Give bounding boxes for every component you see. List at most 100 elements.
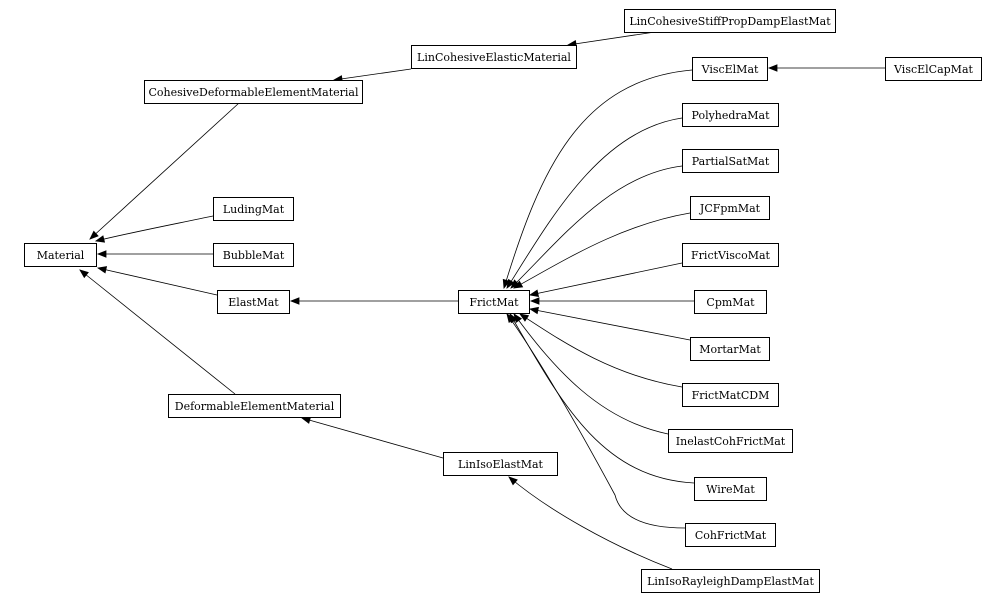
node-label: FrictViscoMat xyxy=(691,249,771,262)
node-visc-el-mat[interactable]: ViscElMat xyxy=(692,57,768,81)
node-label: MortarMat xyxy=(699,343,761,356)
arrowhead-icon xyxy=(508,476,518,486)
edge-lin-cohesive-stiff-prop-damp-elast-mat-to-lin-cohesive-elastic-material xyxy=(566,31,656,48)
node-box xyxy=(641,569,820,593)
node-label: Material xyxy=(37,249,85,262)
node-box xyxy=(24,243,97,267)
edges-layer xyxy=(79,31,885,570)
node-box xyxy=(443,452,558,476)
node-box xyxy=(217,290,290,314)
node-label: LinIsoElastMat xyxy=(458,458,544,471)
node-box xyxy=(682,103,779,127)
node-box xyxy=(213,197,294,221)
node-label: LinIsoRayleighDampElastMat xyxy=(647,575,814,588)
arrowhead-icon xyxy=(96,266,108,274)
edge-line xyxy=(95,215,214,242)
node-jcfpm-mat[interactable]: JCFpmMat xyxy=(690,196,770,220)
node-box xyxy=(692,57,768,81)
arrowhead-icon xyxy=(79,269,89,279)
edge-line xyxy=(513,212,691,289)
edge-deformable-element-material-to-material xyxy=(79,269,236,395)
edge-line xyxy=(301,417,444,459)
node-box xyxy=(624,9,836,33)
node-material[interactable]: Material xyxy=(24,243,97,267)
node-bubble-mat[interactable]: BubbleMat xyxy=(213,243,294,267)
node-label: DeformableElementMaterial xyxy=(175,400,335,413)
arrowhead-icon xyxy=(529,297,540,305)
node-wire-mat[interactable]: WireMat xyxy=(694,477,767,501)
node-cohesive-deformable-element-material[interactable]: CohesiveDeformableElementMaterial xyxy=(144,80,363,104)
node-box xyxy=(668,429,793,453)
node-partial-sat-mat[interactable]: PartialSatMat xyxy=(682,149,779,173)
node-lin-iso-elast-mat[interactable]: LinIsoElastMat xyxy=(443,452,558,476)
edge-visc-el-cap-mat-to-visc-el-mat xyxy=(767,64,885,72)
node-frict-mat[interactable]: FrictMat xyxy=(458,290,530,314)
node-box xyxy=(885,57,982,81)
node-elast-mat[interactable]: ElastMat xyxy=(217,290,290,314)
node-label: ViscElMat xyxy=(701,63,759,76)
node-box xyxy=(458,290,530,314)
arrowhead-icon xyxy=(519,313,530,322)
edge-line xyxy=(79,269,236,395)
edge-elast-mat-to-material xyxy=(96,266,218,296)
node-lin-cohesive-elastic-material[interactable]: LinCohesiveElasticMaterial xyxy=(411,45,577,69)
edge-frict-mat-to-elast-mat xyxy=(289,297,458,305)
arrowhead-icon xyxy=(289,297,300,305)
node-box xyxy=(682,383,779,407)
node-box xyxy=(690,196,770,220)
edge-line xyxy=(508,476,673,570)
arrowhead-icon xyxy=(528,289,540,297)
edge-mortar-mat-to-frict-mat xyxy=(528,306,691,341)
edge-jcfpm-mat-to-frict-mat xyxy=(513,212,691,289)
node-box xyxy=(694,477,767,501)
node-label: InelastCohFrictMat xyxy=(676,435,786,448)
node-lin-iso-rayleigh-damp-elast-mat[interactable]: LinIsoRayleighDampElastMat xyxy=(641,569,820,593)
node-box xyxy=(682,243,779,267)
node-label: BubbleMat xyxy=(223,249,285,262)
arrowhead-icon xyxy=(89,230,99,240)
node-label: JCFpmMat xyxy=(699,202,761,215)
node-label: CohFrictMat xyxy=(695,529,767,542)
node-frict-visco-mat[interactable]: FrictViscoMat xyxy=(682,243,779,267)
node-label: FrictMat xyxy=(469,296,519,309)
edge-line xyxy=(510,165,683,289)
arrowhead-icon xyxy=(96,250,107,258)
edge-lin-iso-rayleigh-damp-elast-mat-to-lin-iso-elast-mat xyxy=(508,476,673,570)
edge-luding-mat-to-material xyxy=(94,215,214,243)
node-label: LinCohesiveStiffPropDampElastMat xyxy=(629,15,831,28)
edge-line xyxy=(506,313,686,529)
edge-frict-mat-cdm-to-frict-mat xyxy=(519,313,683,388)
edge-line xyxy=(529,308,691,341)
node-frict-mat-cdm[interactable]: FrictMatCDM xyxy=(682,383,779,407)
edge-line xyxy=(97,267,218,296)
node-box xyxy=(213,243,294,267)
node-box xyxy=(685,523,776,547)
edge-line xyxy=(89,102,240,240)
node-polyhedra-mat[interactable]: PolyhedraMat xyxy=(682,103,779,127)
nodes-layer: Material CohesiveDeformableElementMateria… xyxy=(24,9,982,593)
edge-lin-iso-elast-mat-to-deformable-element-material xyxy=(300,416,444,459)
edge-line xyxy=(519,313,683,388)
node-box xyxy=(694,290,767,314)
edge-line xyxy=(513,313,669,435)
arrowhead-icon xyxy=(528,306,539,315)
edge-line xyxy=(503,69,693,289)
node-luding-mat[interactable]: LudingMat xyxy=(213,197,294,221)
node-label: LinCohesiveElasticMaterial xyxy=(417,51,571,64)
arrowhead-icon xyxy=(506,278,515,289)
node-label: WireMat xyxy=(706,483,755,496)
edge-cpm-mat-to-frict-mat xyxy=(529,297,694,305)
node-coh-frict-mat[interactable]: CohFrictMat xyxy=(685,523,776,547)
node-deformable-element-material[interactable]: DeformableElementMaterial xyxy=(168,394,341,418)
node-inelast-coh-frict-mat[interactable]: InelastCohFrictMat xyxy=(668,429,793,453)
node-label: PolyhedraMat xyxy=(691,109,770,122)
arrowhead-icon xyxy=(767,64,778,72)
node-lin-cohesive-stiff-prop-damp-elast-mat[interactable]: LinCohesiveStiffPropDampElastMat xyxy=(624,9,836,33)
node-visc-el-cap-mat[interactable]: ViscElCapMat xyxy=(885,57,982,81)
node-label: ViscElCapMat xyxy=(893,63,973,76)
node-cpm-mat[interactable]: CpmMat xyxy=(694,290,767,314)
node-label: LudingMat xyxy=(223,203,285,216)
node-mortar-mat[interactable]: MortarMat xyxy=(690,337,770,361)
node-box xyxy=(411,45,577,69)
node-label: FrictMatCDM xyxy=(692,389,770,402)
